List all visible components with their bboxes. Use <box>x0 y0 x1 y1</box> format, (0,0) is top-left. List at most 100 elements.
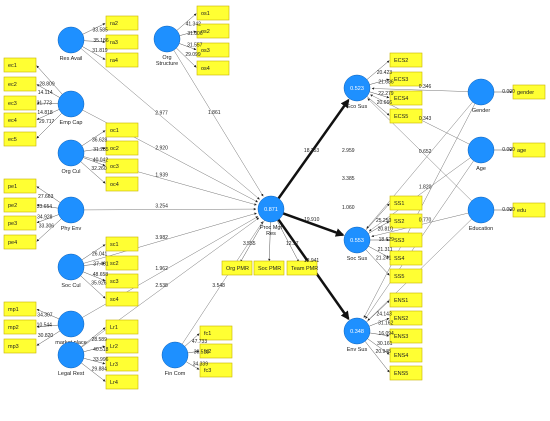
indicator-ra4[interactable]: ra4 <box>105 52 139 68</box>
latent-phy_env[interactable]: Phy Env <box>57 196 85 232</box>
indicator-ss1[interactable]: SS1 <box>389 195 423 211</box>
indicator-os2[interactable]: os2 <box>196 23 230 39</box>
loading-value-sc2: 37.481 <box>93 262 109 268</box>
indicator-lr4[interactable]: Lr4 <box>105 374 139 390</box>
indicator-ecs2[interactable]: ECS2 <box>389 52 423 68</box>
loading-arrow-pe3 <box>36 214 59 224</box>
latent-soc_cul[interactable]: Soc Cul <box>57 253 85 289</box>
latent-age[interactable]: Age <box>467 136 495 172</box>
indicator-ec1[interactable]: ec1 <box>3 57 37 73</box>
latent-org_cul[interactable]: Org Cul <box>57 139 85 175</box>
indicator-soc-pmr[interactable]: Soc PMR <box>253 260 285 276</box>
indicator-ecs3[interactable]: ECS3 <box>389 71 423 87</box>
indicator-pe1[interactable]: pe1 <box>3 178 37 194</box>
indicator-pe2[interactable]: pe2 <box>3 197 37 213</box>
indicator-lr1[interactable]: Lr1 <box>105 319 139 335</box>
indicator-lr2[interactable]: Lr2 <box>105 338 139 354</box>
loading-arrow-mp2 <box>36 324 59 328</box>
indicator-ss3[interactable]: SS3 <box>389 232 423 248</box>
indicator-mp3[interactable]: mp3 <box>3 338 37 354</box>
indicator-ss4[interactable]: SS4 <box>389 250 423 266</box>
latent-legal_rest[interactable]: Legal Rest <box>57 341 85 377</box>
path-coefficient-age-eco_sus: 0.343 <box>419 116 432 122</box>
indicator-sc2[interactable]: sc2 <box>105 255 139 271</box>
loading-arrow-lr2 <box>83 345 106 353</box>
loading-value-oc2: 31.285 <box>93 147 109 153</box>
indicator-sc1[interactable]: sc1 <box>105 236 139 252</box>
indicator-age[interactable]: age <box>512 142 546 158</box>
indicator-pe3[interactable]: pe3 <box>3 215 37 231</box>
indicator-os4[interactable]: os4 <box>196 60 230 76</box>
indicator-ens5[interactable]: ENS5 <box>389 365 423 381</box>
indicator-pe4[interactable]: pe4 <box>3 234 37 250</box>
indicator-os3[interactable]: os3 <box>196 42 230 58</box>
loading-value-ec3: 21.773 <box>37 100 53 106</box>
indicator-label-ecs2: ECS2 <box>394 58 408 64</box>
path-proc_mgt-to-soc_sus <box>282 212 345 237</box>
indicator-org-pmr[interactable]: Org PMR <box>221 260 253 276</box>
path-coefficient-emp_cap-proc_mgt: 2.920 <box>155 145 168 151</box>
indicator-label-fc1: fc1 <box>204 331 211 337</box>
indicator-fc3[interactable]: fc3 <box>199 362 233 378</box>
latent-education[interactable]: Education <box>467 196 495 232</box>
indicator-ec2[interactable]: ec2 <box>3 76 37 92</box>
loading-value-os3: 31.557 <box>187 43 203 49</box>
indicator-ens2[interactable]: ENS2 <box>389 310 423 326</box>
indicator-gender[interactable]: gender <box>512 84 546 100</box>
path-gender-to-env_sus <box>363 103 476 318</box>
indicator-oc2[interactable]: oc2 <box>105 140 139 156</box>
indicator-ecs4[interactable]: ECS4 <box>389 90 423 106</box>
loading-value-ss4: 21.311 <box>378 247 393 253</box>
indicator-label-ens5: ENS5 <box>394 371 408 377</box>
latent-fin_com[interactable]: Fin Com <box>161 341 189 377</box>
indicator-lr3[interactable]: Lr3 <box>105 356 139 372</box>
indicator-ens3[interactable]: ENS3 <box>389 328 423 344</box>
indicator-sc3[interactable]: sc3 <box>105 273 139 289</box>
indicator-label-oc4: oc4 <box>110 182 119 188</box>
loading-value-mp1: 34.307 <box>37 313 53 319</box>
path-gender-to-soc_sus <box>366 101 473 229</box>
indicator-edu[interactable]: edu <box>512 202 546 218</box>
indicator-ss5[interactable]: SS5 <box>389 268 423 284</box>
loading-arrow-ecs4 <box>369 91 390 99</box>
loading-value-pe1: 27.663 <box>38 194 54 200</box>
indicator-oc1[interactable]: oc1 <box>105 122 139 138</box>
indicator-label-org-pmr: Org PMR <box>226 266 249 272</box>
indicator-os1[interactable]: os1 <box>196 5 230 21</box>
latent-res_avail[interactable]: Res Avail <box>57 26 85 62</box>
indicator-ra2[interactable]: ra2 <box>105 15 139 31</box>
indicator-sc4[interactable]: sc4 <box>105 291 139 307</box>
indicator-ecs5[interactable]: ECS5 <box>389 108 423 124</box>
latent-market_place[interactable]: market place <box>55 310 87 346</box>
indicator-label-age: age <box>517 148 526 154</box>
indicator-ec4[interactable]: ec4 <box>3 112 37 128</box>
indicator-fc1[interactable]: fc1 <box>199 325 233 341</box>
indicator-ens4[interactable]: ENS4 <box>389 347 423 363</box>
path-label-4: 12.97 <box>286 241 299 247</box>
loading-value-ss2: 20.810 <box>378 226 394 232</box>
indicator-oc4[interactable]: oc4 <box>105 176 139 192</box>
indicator-mp2[interactable]: mp2 <box>3 319 37 335</box>
indicator-team-pmr[interactable]: Team PMR <box>286 260 318 276</box>
indicator-ens1[interactable]: ENS1 <box>389 292 423 308</box>
path-soc_cul-to-proc_mgt <box>83 212 257 264</box>
loading-value-ens3: 16.094 <box>379 331 395 337</box>
indicator-ss2[interactable]: SS2 <box>389 213 423 229</box>
latent-emp_cap[interactable]: Emp Cap <box>57 90 85 126</box>
indicator-label-pe1: pe1 <box>8 184 17 190</box>
indicator-ra3[interactable]: ra3 <box>105 34 139 50</box>
latent-gender[interactable]: Gender <box>467 78 495 114</box>
indicator-oc3[interactable]: oc3 <box>105 158 139 174</box>
indicator-fc2[interactable]: fc2 <box>199 343 233 359</box>
indicator-ec5[interactable]: ec5 <box>3 131 37 147</box>
loading-value-os4: 29.099 <box>185 52 201 58</box>
loading-arrow-fc3 <box>186 361 200 370</box>
indicator-ec3[interactable]: ec3 <box>3 95 37 111</box>
latent-name-legal_rest: Legal Rest <box>58 371 85 377</box>
indicator-mp1[interactable]: mp1 <box>3 301 37 317</box>
